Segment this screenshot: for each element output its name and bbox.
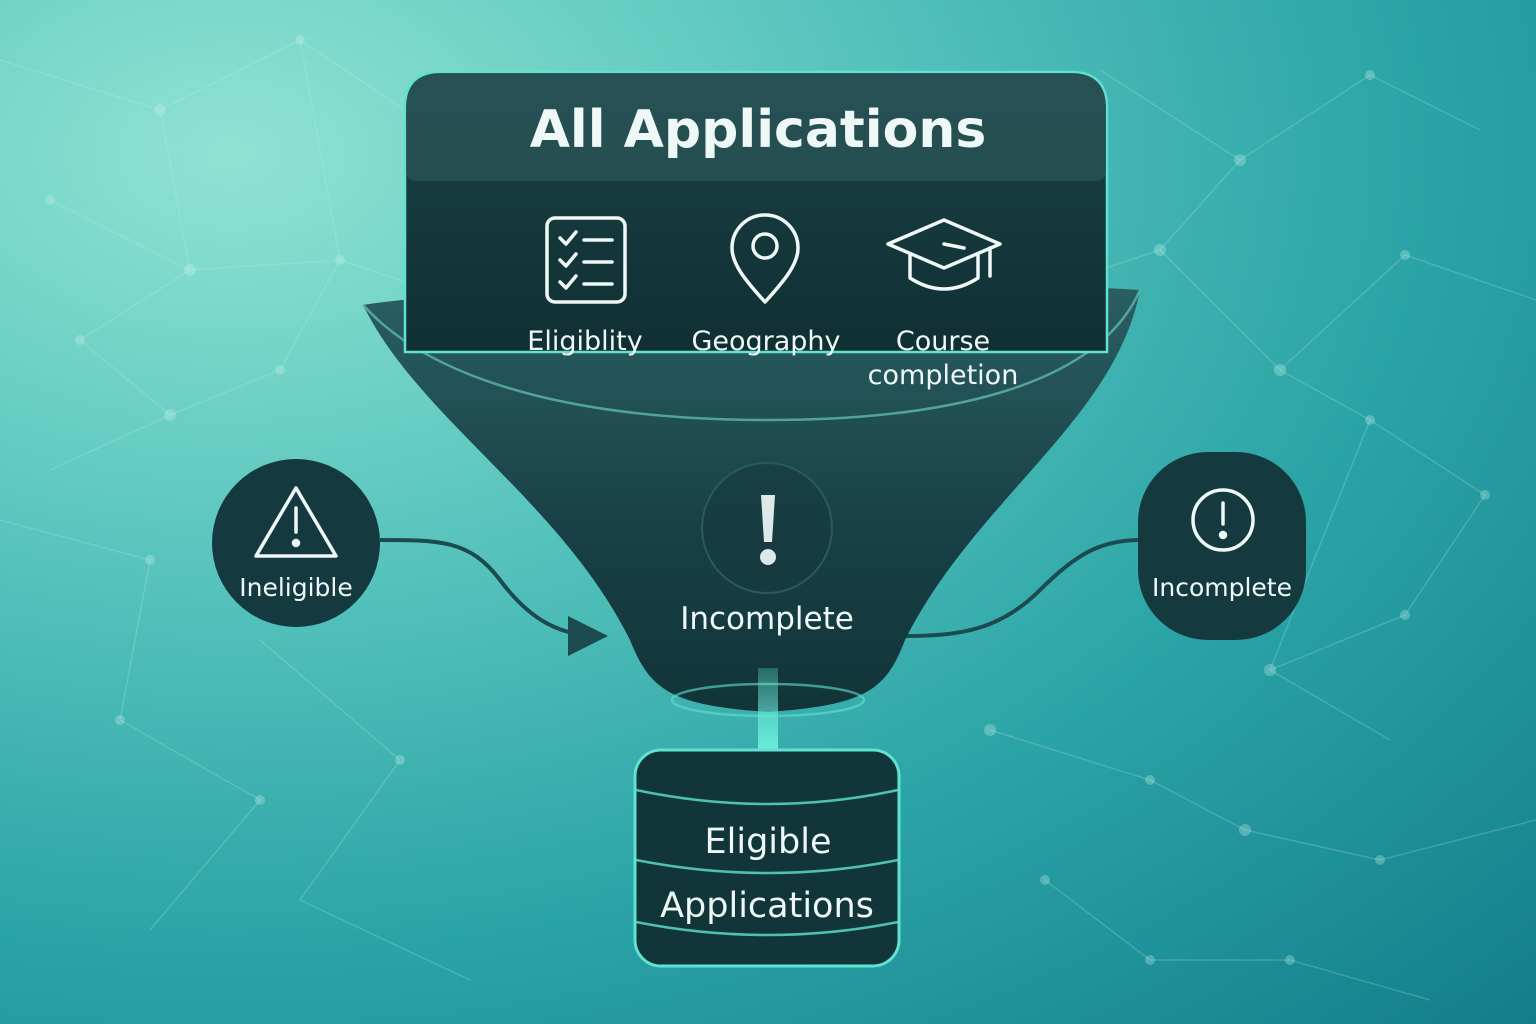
all-applications-panel: All Applications — [403, 70, 1109, 354]
exclamation-icon — [760, 495, 776, 565]
ineligible-label: Ineligible — [239, 573, 353, 602]
panel-title: All Applications — [530, 100, 987, 160]
funnel-center-status: Incomplete — [680, 462, 854, 637]
criterion-label-completion: completion — [868, 360, 1019, 391]
criterion-label-eligibility: Eligiblity — [527, 326, 642, 357]
output-label-line1: Eligible — [705, 822, 832, 862]
connector-left — [379, 538, 608, 656]
incomplete-badge: Incomplete — [1138, 452, 1306, 640]
incomplete-label: Incomplete — [1152, 573, 1292, 602]
connector-right — [904, 538, 1141, 638]
graduation-cap-icon — [886, 218, 1002, 291]
location-pin-icon — [730, 213, 800, 304]
criterion-label-course: Course — [896, 326, 990, 357]
output-label-line2: Applications — [660, 886, 874, 926]
ineligible-badge: Ineligible — [212, 459, 380, 627]
criterion-eligibility: Eligiblity — [527, 216, 643, 357]
criterion-geography: Geography — [691, 213, 841, 357]
warning-triangle-icon — [254, 486, 338, 558]
criterion-course-completion: Course completion — [868, 218, 1019, 391]
eligible-applications-database: Eligible Applications — [633, 748, 901, 968]
checklist-icon — [545, 216, 627, 304]
funnel-center-label: Incomplete — [680, 601, 854, 637]
criterion-label-geography: Geography — [691, 326, 840, 357]
alert-circle-icon — [1191, 488, 1255, 552]
